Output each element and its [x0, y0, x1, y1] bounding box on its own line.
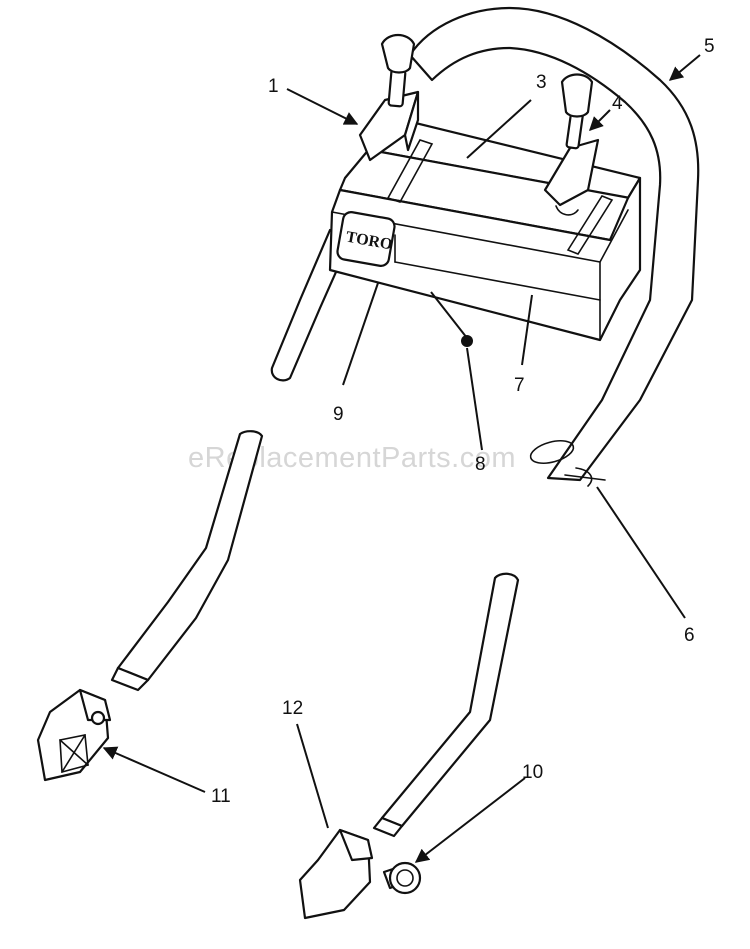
callout-5: 5	[704, 36, 715, 57]
callout-11: 11	[211, 786, 231, 807]
callout-12: 12	[282, 698, 303, 719]
retaining-clip	[529, 439, 593, 487]
callout-1: 1	[268, 76, 279, 97]
callout-3: 3	[536, 72, 547, 93]
callout-6: 6	[684, 625, 695, 646]
left-lower-handle	[110, 430, 264, 692]
right-control-lever	[543, 73, 600, 216]
left-mount-bracket	[36, 688, 112, 782]
callout-7: 7	[514, 375, 525, 396]
right-lower-handle	[372, 572, 520, 838]
right-mount-bracket	[298, 828, 374, 920]
callout-labels: 1 3 4 5 6 7 8 9 10 11 12	[211, 36, 715, 807]
callout-8: 8	[475, 454, 486, 475]
logo-plate	[336, 211, 396, 267]
callout-9: 9	[333, 404, 344, 425]
leader-lines	[102, 54, 701, 863]
callout-4: 4	[612, 93, 623, 114]
left-control-lever	[358, 33, 420, 162]
callout-10: 10	[522, 762, 543, 783]
adjustment-knob	[382, 861, 422, 895]
fastener-knob	[461, 335, 473, 347]
